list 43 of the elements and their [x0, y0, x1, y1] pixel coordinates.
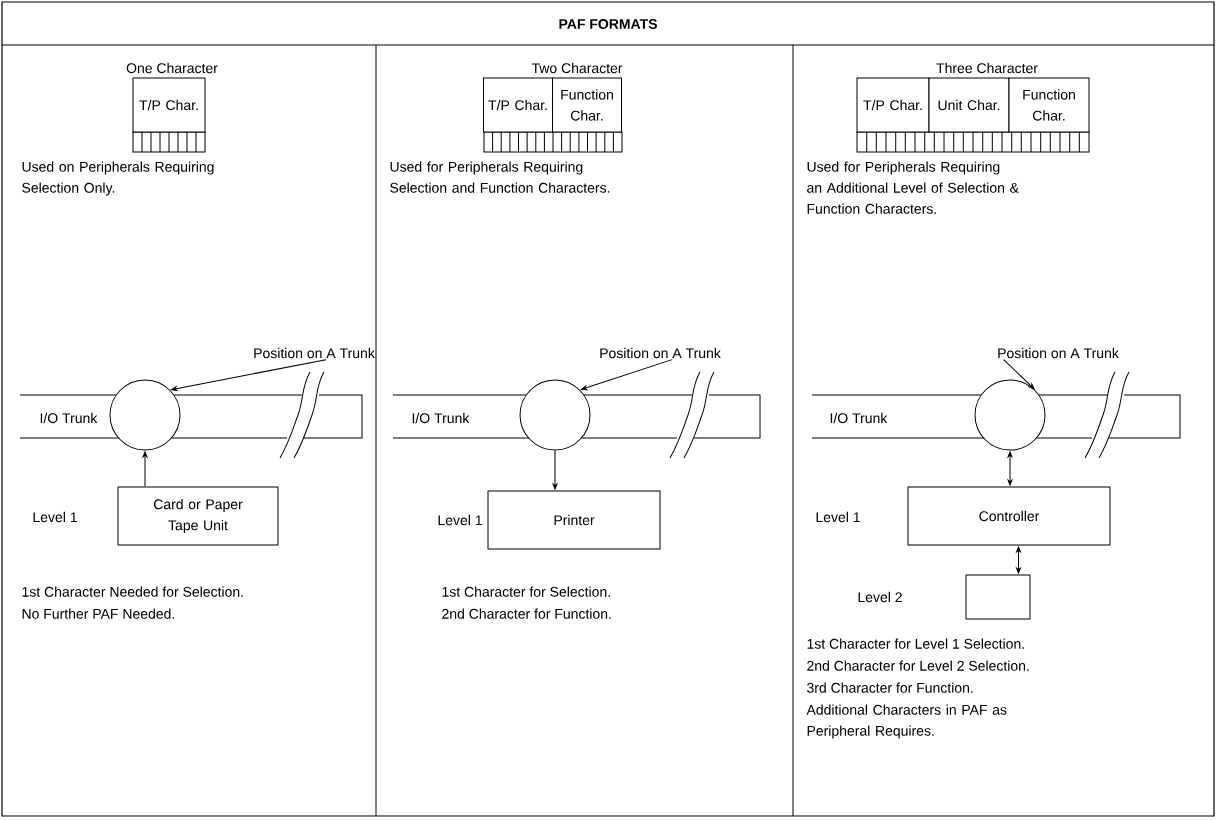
callout-text: Position on A Trunk	[998, 347, 1119, 359]
arrow	[142, 451, 148, 487]
trunk-label: I/O Trunk	[40, 412, 98, 424]
note: 1st Character for Selection.	[442, 586, 610, 597]
character-cell: T/P Char.	[483, 77, 553, 133]
trunk-position-circle	[974, 379, 1046, 451]
arrow	[171, 359, 327, 392]
arrow	[1007, 451, 1013, 486]
description: Used for Peripherals Requiring Selection and Function Characters.	[390, 161, 610, 193]
heading: Two Character	[531, 62, 623, 74]
callout-text: Position on A Trunk	[254, 347, 375, 359]
arrow	[580, 359, 673, 391]
character-cell: Function Char.	[1008, 77, 1090, 133]
description: Used for Peripherals Requiring an Additional Level of Selection & Function Characters.	[807, 161, 1019, 214]
arrow	[1016, 546, 1021, 574]
note: Additional Characters in PAF as Peripheral Requires.	[806, 704, 1007, 739]
callout-text: Position on A Trunk	[600, 347, 721, 359]
level-label: Level 1	[33, 511, 77, 523]
trunk-label: I/O Trunk	[830, 412, 888, 424]
arrow	[552, 450, 558, 490]
unit-box: Controller	[907, 486, 1111, 546]
character-cell: T/P Char.	[132, 77, 206, 133]
note: 1st Character for Level 1 Selection.	[807, 638, 1024, 649]
note: 1st Character Needed for Selection.	[22, 586, 243, 597]
description: Used on Peripherals Requiring Selection Only.	[22, 161, 214, 196]
character-cell: Unit Char.	[928, 77, 1010, 133]
note: 3rd Character for Function.	[807, 682, 973, 693]
title: PAF FORMATS	[559, 19, 657, 29]
level-label: Level 1	[816, 511, 860, 523]
trunk-position-circle	[109, 379, 181, 451]
note: No Further PAF Needed.	[22, 608, 174, 619]
character-cell: Function Char.	[552, 77, 622, 133]
arrow	[1003, 359, 1035, 390]
unit-box	[965, 574, 1031, 620]
unit-box: Card or Paper Tape Unit	[117, 486, 279, 546]
level-label: Level 2	[858, 591, 902, 603]
trunk-label: I/O Trunk	[412, 412, 470, 424]
note: 2nd Character for Level 2 Selection.	[807, 660, 1029, 671]
character-cell: T/P Char.	[856, 77, 930, 133]
trunk-position-circle	[519, 379, 591, 451]
unit-box: Printer	[487, 490, 661, 550]
note: 2nd Character for Function.	[442, 608, 611, 619]
heading: Three Character	[936, 62, 1038, 74]
